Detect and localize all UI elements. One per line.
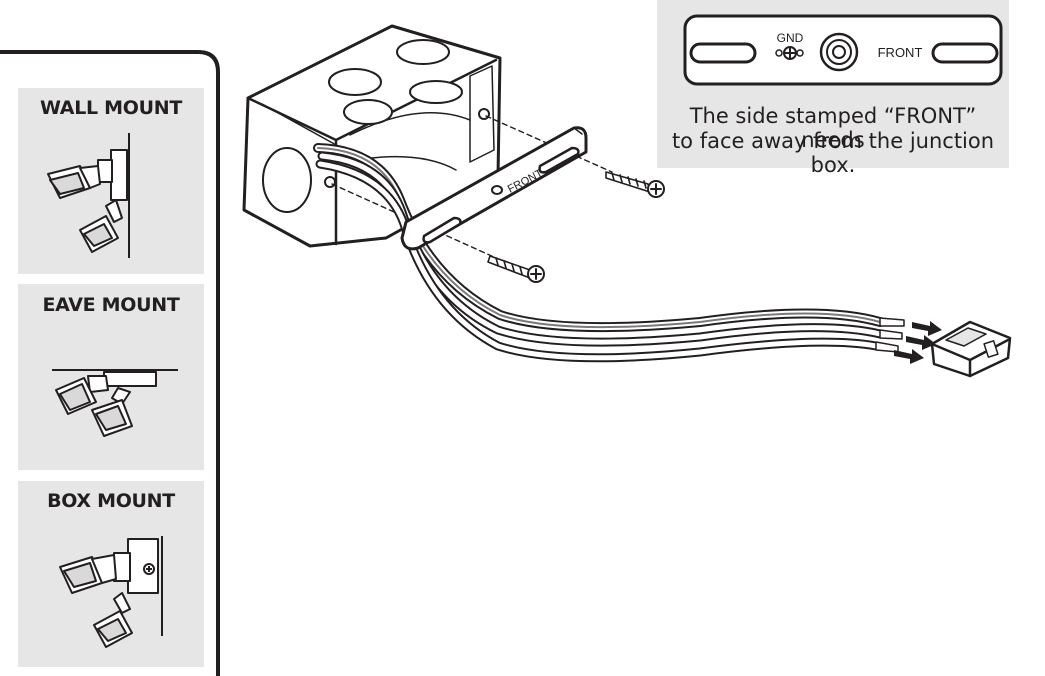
orientation-note-line2: to face away from the junction box. xyxy=(671,129,995,177)
screw-lower xyxy=(487,255,545,283)
sidebar-frame xyxy=(0,50,220,676)
wire-connector xyxy=(930,320,1012,378)
eave-mount-card: EAVE MOUNT xyxy=(18,284,204,470)
wire-bundle xyxy=(313,143,885,363)
center-hole-icon xyxy=(819,32,859,72)
wall-mount-illustration xyxy=(47,133,130,258)
eave-mount-title: EAVE MOUNT xyxy=(42,294,180,316)
orientation-note-line1: The side stamped “FRONT” needs xyxy=(689,104,977,152)
ground-screw-icon xyxy=(783,46,797,60)
bracket-orientation-callout: GND FRONT The side stamped “FRONT” needs… xyxy=(657,0,1009,177)
front-label: FRONT xyxy=(878,45,923,60)
box-mount-illustration xyxy=(59,536,163,648)
screw-upper xyxy=(605,171,665,198)
insert-arrows xyxy=(894,321,942,364)
junction-box xyxy=(242,24,502,248)
stripped-wire-ends xyxy=(875,317,905,353)
wall-mount-card: WALL MOUNT xyxy=(18,88,204,274)
wall-mount-title: WALL MOUNT xyxy=(40,97,182,119)
box-mount-card: BOX MOUNT xyxy=(18,481,204,667)
box-mount-title: BOX MOUNT xyxy=(47,490,175,512)
eave-mount-illustration xyxy=(52,369,178,437)
bracket-front-view: GND FRONT xyxy=(683,14,1003,86)
gnd-label: GND xyxy=(777,31,804,45)
